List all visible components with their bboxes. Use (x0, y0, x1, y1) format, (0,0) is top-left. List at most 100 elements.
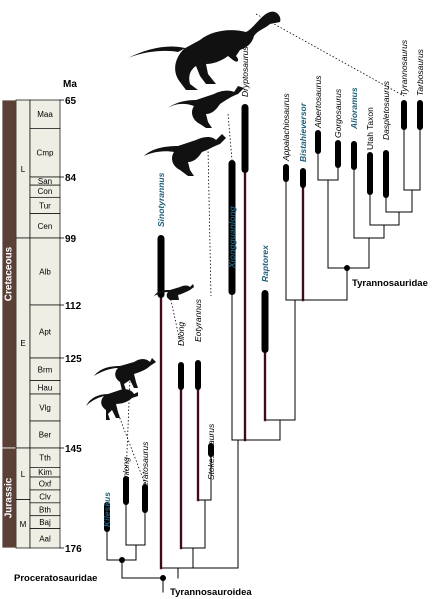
taxon-label: Appalachiosaurus (281, 93, 291, 162)
cladogram (106, 129, 421, 593)
stage-label: Vlg (39, 404, 51, 413)
stage-cell (29, 213, 61, 239)
stage-label: Cmp (37, 149, 54, 158)
stage-label: Hau (38, 383, 53, 392)
range-bar-8 (241, 104, 249, 173)
stage-label: Cen (38, 222, 53, 231)
range-bar-7 (228, 160, 236, 295)
dotted-link (169, 295, 182, 347)
guanlong-silhouette (94, 358, 156, 390)
range-bar-6 (208, 443, 214, 457)
range-bar-14 (351, 141, 357, 170)
clade-node (344, 265, 350, 271)
epoch-label: E (20, 339, 25, 348)
range-bar-2 (142, 484, 148, 513)
epoch-label: M (20, 520, 27, 529)
range-bar-4 (178, 362, 184, 390)
stage-label: Kim (38, 468, 52, 477)
range-bar-0 (104, 502, 110, 532)
stage-label: Con (38, 187, 53, 196)
range-bar-15 (367, 152, 373, 195)
dilong-silhouette (154, 284, 194, 300)
clade-node (160, 575, 166, 581)
clade-node (119, 557, 125, 563)
taxon-label: Bistahieversor (298, 102, 308, 162)
unit-label: Ma (63, 79, 77, 90)
taxon-label: Guanlong (121, 457, 131, 494)
stage-label: Brm (38, 365, 53, 374)
taxon-label: Dilong (176, 322, 186, 346)
taxon-label: Dryptosaurus (240, 46, 250, 97)
age-tick-label: 112 (65, 301, 82, 312)
proceratosaurus-silhouette (86, 389, 138, 420)
age-tick-label: 84 (65, 173, 77, 184)
stage-label: San (38, 177, 52, 186)
taxon-label: Proceratosaurus (140, 441, 150, 504)
taxon-label: Albertosaurus (313, 75, 323, 129)
taxon-label: Tarbosaurus (415, 48, 425, 96)
age-tick-label: 99 (65, 234, 77, 245)
dotted-link (125, 377, 131, 477)
clade-label: Proceratosauridae (14, 573, 97, 584)
xiongguanlong-silhouette (168, 86, 244, 128)
range-bar-13 (335, 140, 341, 168)
sinotyrannus-silhouette (144, 134, 226, 176)
range-bar-17 (401, 100, 407, 130)
range-bars (104, 100, 423, 532)
taxon-label: Raptorex (260, 244, 270, 282)
range-bar-5 (195, 360, 201, 390)
stage-label: Ber (39, 431, 52, 440)
age-tick-label: 65 (65, 96, 77, 107)
dotted-links (115, 13, 405, 485)
taxon-label: Daspletosaurus (381, 80, 391, 140)
age-tick-label: 125 (65, 354, 82, 365)
range-bar-12 (315, 130, 321, 154)
range-bar-3 (157, 235, 165, 298)
stage-label: Baj (39, 518, 51, 527)
period-label: Jurassic (4, 477, 15, 518)
clade-label: Tyrannosauroidea (170, 587, 252, 598)
clade-nodes (119, 265, 350, 581)
stage-label: Clv (39, 492, 51, 501)
age-tick-label: 145 (65, 444, 82, 455)
taxon-label: Stokesosaurus (206, 423, 216, 480)
dotted-link (255, 13, 405, 97)
range-bar-10 (283, 164, 289, 182)
range-bar-18 (417, 100, 423, 130)
taxon-label: Alioramus (349, 87, 359, 130)
taxon-label: Gorgosaurus (333, 88, 343, 138)
range-bar-9 (261, 290, 269, 353)
stage-cell (29, 304, 61, 359)
stage-cell (29, 420, 61, 449)
stage-label: Tur (39, 201, 51, 210)
epoch-label: L (21, 165, 26, 174)
stage-cell (29, 128, 61, 178)
stage-label: Maa (37, 110, 53, 119)
stage-label: Tth (39, 454, 51, 463)
range-bar-11 (300, 168, 306, 188)
dotted-link (207, 147, 212, 297)
taxon-label: Eotyrannus (193, 298, 203, 342)
stage-label: Oxf (39, 479, 52, 488)
stage-cell (29, 99, 61, 129)
taxon-label: Utah Taxon (365, 107, 375, 150)
stage-cell (29, 528, 61, 549)
stage-column: MaaCmpSanConTurCenAlbAptBrmHauVlgBerTthK… (29, 99, 61, 549)
clade-label: Tyrannosauridae (352, 278, 428, 289)
range-bar-16 (383, 150, 389, 198)
stage-label: Bth (39, 505, 51, 514)
stage-label: Apt (39, 328, 52, 337)
epoch-label: L (21, 470, 26, 479)
period-label: Cretaceous (4, 246, 15, 301)
stage-label: Alb (39, 268, 51, 277)
range-bar-1 (123, 476, 129, 505)
taxon-label: Xiongguanlong (227, 205, 237, 269)
dotted-link (227, 113, 233, 161)
stage-label: Aal (39, 534, 51, 543)
epoch-column: L E L M (15, 99, 31, 549)
